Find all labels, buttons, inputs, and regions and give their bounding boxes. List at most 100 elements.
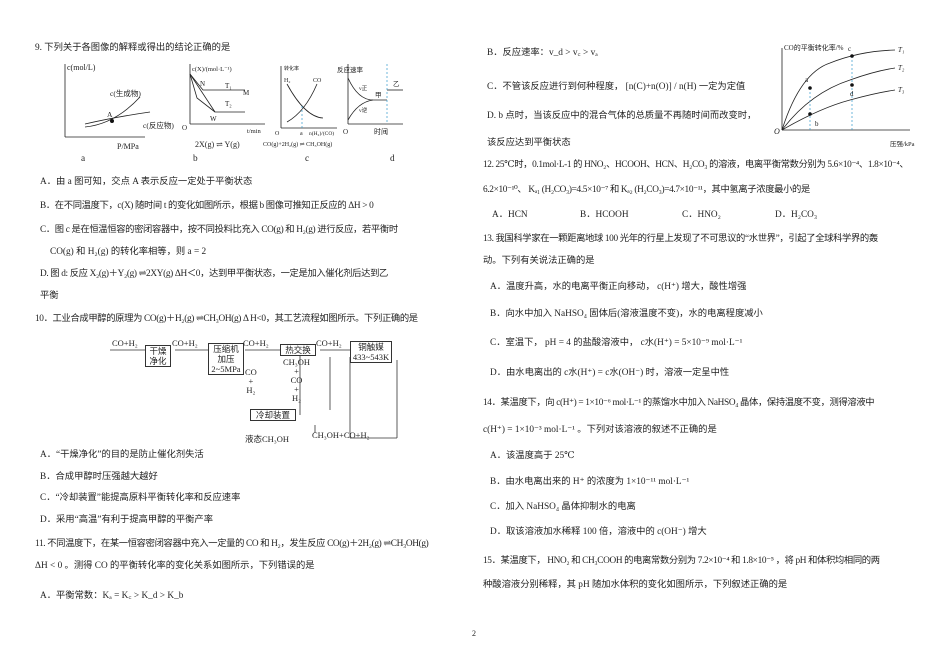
caption-c: c xyxy=(305,154,310,164)
q9-figures: c(mol/L) c(生成物) c(反应物) A P/MPa c(X)/(mol… xyxy=(64,63,403,151)
q9-fig_b-t1: T₁ xyxy=(225,82,232,90)
caption-d: d xyxy=(390,154,395,164)
q11-chart-t1: T₁ xyxy=(898,46,904,54)
fig-b-ylabel: c(X)/(mol·L⁻¹) xyxy=(192,66,232,73)
q13-option-d: D．由水电离出的 c水(H⁺) = c水(OH⁻) 时，溶液一定呈中性 xyxy=(490,368,730,378)
q11-chart-ylabel: CO的平衡转化率/% xyxy=(784,43,844,52)
q9-option-d-cont: 平衡 xyxy=(40,291,59,301)
q9-fig_d-origin: O xyxy=(343,128,348,136)
q10-flow-comp2: 加压 xyxy=(217,354,235,364)
q11-chart: CO的平衡转化率/% O T₁ T₂ T₃ ab cd 压强/kPa xyxy=(774,43,915,148)
q9-fig_c-a: a xyxy=(300,131,303,137)
q10-flow-ret: CH₃OH+CO+H₂ xyxy=(312,430,370,440)
q9-fig_b-m: M xyxy=(243,89,250,97)
q9-fig_d-v_rev: v逆 xyxy=(359,106,368,114)
q9-stem: 9. 下列关于各图像的解释或得出的结论正确的是 xyxy=(35,43,231,53)
dryer-box: 干燥净化 xyxy=(145,345,171,367)
q10-flow-comp3: 2~5MPa xyxy=(211,364,241,374)
q11-stem-cont: ΔH < 0 。测得 CO 的平衡转化率的变化关系如图所示，下列错误的是 xyxy=(35,561,315,571)
q10-flow-cat2: 433~543K xyxy=(352,352,390,362)
q9-fig_b-xlabel: t/min xyxy=(247,128,261,135)
q11-stem: 11. 不同温度下，在某一恒容密闭容器中充入一定量的 CO 和 H₂，发生反应 … xyxy=(35,539,429,549)
page-number: 2 xyxy=(472,629,476,638)
q13-option-b: B．向水中加入 NaHSO₄ 固体后(溶液温度不变)，水的电离程度减小 xyxy=(490,309,763,319)
q12-option-a: A．HCN xyxy=(492,210,528,220)
q10-flow-down: CH₃OH + CO + H₂ xyxy=(283,357,311,403)
q13-option-c: C．室温下， pH = 4 的盐酸溶液中， c水(H⁺) = 5×10⁻⁹ mo… xyxy=(490,338,743,348)
q9-fig_c-co: CO xyxy=(313,78,322,84)
q10-flow-comp1: 压缩机 xyxy=(213,344,239,354)
q10-flow-in: CO+H₂ xyxy=(112,338,138,348)
q9-option-a: A．由 a 图可知，交点 A 表示反应一定处于平衡状态 xyxy=(40,177,253,187)
q9-fig_c-origin: O xyxy=(275,131,280,137)
q10-flow-f3: CO+H₂ xyxy=(316,338,342,348)
fig-d-xlabel: 时间 xyxy=(374,128,388,136)
fig-a-xlabel: P/MPa xyxy=(117,142,139,151)
q13-stem-cont: 动。下列有关说法正确的是 xyxy=(483,256,595,266)
q12-option-b: B．HCOOH xyxy=(580,210,629,220)
q12-stem: 12. 25℃时，0.1mol·L-1 的 HNO₂、HCOOH、HCN、H₂C… xyxy=(483,160,909,170)
caption-a: a xyxy=(81,154,86,164)
q10-flow-recycle: CO + H₂ xyxy=(245,367,257,395)
q10-option-c: C．“冷却装置”能提高原料平衡转化率和反应速率 xyxy=(40,493,241,503)
q14-option-a: A．该温度高于 25℃ xyxy=(490,451,575,461)
q12-option-c: C．HNO₂ xyxy=(682,210,721,220)
fig-a-ylabel: c(mol/L) xyxy=(67,63,96,72)
q14-stem: 14．某温度下，向 c(H⁺) = 1×10⁻⁶ mol·L⁻¹ 的蒸馏水中加入… xyxy=(483,398,875,408)
heat-exchanger-box: 热交换 xyxy=(280,344,316,356)
q10-option-a: A．“干燥净化”的目的是防止催化剂失活 xyxy=(40,450,204,460)
q10-flow-dry1: 干燥 xyxy=(149,346,167,356)
q11-option-c: C．不管该反应进行到何种程度， [n(C)+n(O)] / n(H) 一定为定值 xyxy=(487,82,746,92)
q11-chart-t3: T₃ xyxy=(898,86,905,94)
q11-chart-t2: T₂ xyxy=(898,64,905,72)
figure-d xyxy=(347,64,403,125)
q11-option-b: B．反应速率：v_d > v꜀ > vₐ xyxy=(487,48,598,58)
figure-a xyxy=(64,64,151,138)
q15-stem: 15．某温度下， HNO₂ 和 CH₃COOH 的电离常数分别为 7.2×10⁻… xyxy=(483,556,880,566)
q9-fig_c-xlabel: n(H₂)/(CO) xyxy=(309,130,334,137)
q9-fig_d-yi: 乙 xyxy=(393,80,400,88)
q9-option-c: C．图 c 是在恒温恒容的密闭容器中，按不同投料比充入 CO(g) 和 H₂(g… xyxy=(40,225,398,235)
fig-a-reactant: c(反应物) xyxy=(143,120,174,130)
q11-option-a: A．平衡常数：Kₐ = K꜀ > K_d > K_b xyxy=(40,591,184,601)
q11-option-d: D. b 点时，当该反应中的混合气体的总质量不再随时间而改变时， xyxy=(487,111,757,121)
figure-c xyxy=(280,66,337,129)
q9-fig_d-jia: 甲 xyxy=(375,91,382,99)
q9-fig_b-origin: O xyxy=(182,124,187,132)
q14-option-c: C．加入 NaHSO₄ 晶体抑制水的电离 xyxy=(490,502,636,512)
q11-option-d-cont: 该反应达到平衡状态 xyxy=(487,138,571,148)
q11-chart-xlabel: 压强/kPa xyxy=(890,140,915,148)
q10-option-b: B．合成甲醇时压强越大越好 xyxy=(40,472,158,482)
q9-fig_d-v_fwd: v正 xyxy=(359,85,368,92)
q9-fig_d-t: t xyxy=(385,128,387,136)
q9-option-b: B．在不同温度下，c(X) 随时间 t 的变化如图所示，根据 b 图像可推知正反… xyxy=(40,201,374,211)
q10-option-d: D．采用“高温”有利于提高甲醇的平衡产率 xyxy=(40,515,214,525)
q10-flow-f1: CO+H₂ xyxy=(172,338,198,348)
fig-a-product: c(生成物) xyxy=(110,88,141,98)
fig-b-equation: 2X(g) ⇌ Y(g) xyxy=(195,140,240,149)
q11-chart-origin: O xyxy=(774,127,780,136)
q11-chart-b: b xyxy=(815,120,819,128)
q12-option-d: D．H₂CO₃ xyxy=(775,210,818,220)
q14-option-b: B．由水电离出来的 H⁺ 的浓度为 1×10⁻¹¹ mol·L⁻¹ xyxy=(490,477,690,487)
q15-stem-cont: 种酸溶液分别稀释，其 pH 随加水体积的变化如图所示，下列叙述正确的是 xyxy=(483,580,788,590)
q14-option-d: D．取该溶液加水稀释 100 倍，溶液中的 c(OH⁻) 增大 xyxy=(490,527,707,537)
q11-chart-a: a xyxy=(805,76,809,84)
q9-fig_b-w: W xyxy=(210,115,217,123)
q10-flow-cat1: 铜触媒 xyxy=(358,342,384,352)
q10-flow-dry2: 净化 xyxy=(149,356,167,366)
fig-c-equation: CO(g)+2H₂(g) ⇌ CH₃OH(g) xyxy=(263,141,332,148)
q9-fig_b-t2: T₂ xyxy=(225,100,232,108)
q10-flow-f2: CO+H₂ xyxy=(243,338,269,348)
q14-stem-cont: c(H⁺) = 1×10⁻³ mol·L⁻¹ 。下列对该溶液的叙述不正确的是 xyxy=(483,425,717,435)
q9-fig_c-h2: H₂ xyxy=(284,78,290,84)
cooling-box: 冷却装置 xyxy=(250,409,296,421)
q9-fig_d-ylabel: 反应速率 xyxy=(337,65,364,74)
q9-fig_b-n: N xyxy=(200,80,205,88)
q9-fig_c-ylabel: 转化率 xyxy=(284,65,299,72)
q11-chart-c: c xyxy=(848,45,851,53)
fig-a-point: A xyxy=(107,110,113,119)
q9-option-d: D. 图 d: 反应 X₂(g)＋Y₂(g) ⇌2XY(g) ΔH＜0，达到甲平… xyxy=(40,269,388,279)
q12-stem-cont: 6.2×10⁻¹⁰、 Kₐ₁ (H₂CO₃)=4.5×10⁻⁷ 和 Kₐ₂ (H… xyxy=(483,185,810,195)
